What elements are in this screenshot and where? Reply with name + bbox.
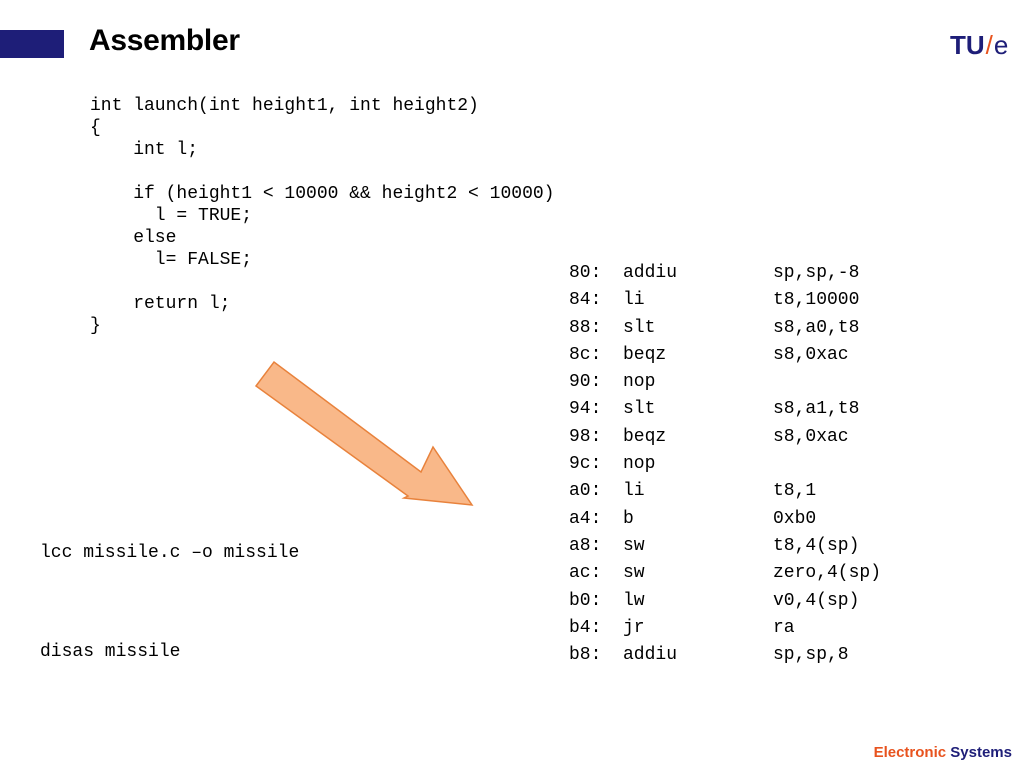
assembly-address: a4: [569,508,602,529]
assembly-operands: sp,sp,8 [773,645,849,666]
assembly-opcode: b [623,508,634,529]
assembly-operands: s8,0xac [773,344,849,365]
assembly-opcode: nop [623,454,656,475]
code-line: if (height1 < 10000 && height2 < 10000) [90,184,555,204]
assembly-row: 88: slt s8,a0,t8 [569,315,881,342]
footer-electronic: Electronic [873,744,947,761]
assembly-row: b8: addiu sp,sp,8 [569,642,881,669]
tue-logo: TU/e [950,28,1014,62]
assembly-address: b4: [569,617,602,638]
assembly-row: a4: b 0xb0 [569,506,881,533]
assembly-row: ac: sw zero,4(sp) [569,560,881,587]
assembly-opcode: sw [623,563,645,584]
assembly-address: 84: [569,290,602,311]
footer-systems: Systems [950,744,1012,761]
c-source-code: int launch(int height1, int height2) { i… [90,95,554,337]
assembly-address: b8: [569,645,602,666]
code-line: } [90,316,101,336]
assembly-operands: sp,sp,-8 [773,263,860,283]
assembly-opcode: jr [623,617,645,638]
assembly-row: 84: li t8,10000 [569,287,881,314]
footer-brand: Electronic Systems [874,744,1012,761]
assembly-address: 80: [569,263,602,283]
assembly-opcode: li [623,290,645,311]
assembly-operands: t8,1 [773,481,817,502]
assembly-address: 94: [569,399,602,420]
command-lines: lcc missile.c –o missile disas missile [40,471,299,735]
assembly-address: ac: [569,563,602,584]
assembly-operands: ra [773,617,795,638]
code-line: l= FALSE; [90,250,253,270]
assembly-operands: zero,4(sp) [773,563,882,584]
assembly-operands: t8,10000 [773,290,860,311]
assembly-opcode: nop [623,372,656,393]
code-line: else [90,228,177,248]
code-line: l = TRUE; [90,206,253,226]
assembly-row: a8: sw t8,4(sp) [569,533,881,560]
assembly-row: 80: addiu sp,sp,-8 [569,260,881,287]
assembly-opcode: addiu [623,645,678,666]
assembly-address: 98: [569,426,602,447]
assembly-opcode: sw [623,535,645,556]
assembly-opcode: slt [623,399,656,420]
assembly-row: 8c: beqz s8,0xac [569,342,881,369]
assembly-opcode: lw [623,590,645,611]
assembly-address: b0: [569,590,602,611]
assembly-operands: s8,0xac [773,426,849,447]
assembly-operands: s8,a1,t8 [773,399,860,420]
assembly-operands: 0xb0 [773,508,817,529]
assembly-operands: s8,a0,t8 [773,317,860,338]
assembly-row: a0: li t8,1 [569,478,881,505]
assembly-row: 94: slt s8,a1,t8 [569,396,881,423]
logo-e-text: e [993,30,1009,60]
assembly-opcode: li [623,481,645,502]
title-accent-bar [0,30,64,58]
assembly-operands: v0,4(sp) [773,590,860,611]
assembly-row: 9c: nop [569,451,881,478]
assembly-address: 90: [569,372,602,393]
assembly-opcode: slt [623,317,656,338]
compile-command: lcc missile.c –o missile [40,543,300,563]
assembly-listing: 80: addiu sp,sp,-8 84: li t8,10000 88: slt s8,a0… [569,260,881,669]
assembly-address: 8c: [569,344,602,365]
slide-title: Assembler [89,24,240,57]
disassemble-command: disas missile [40,642,181,662]
code-line: int launch(int height1, int height2) [90,96,479,116]
assembly-row: b0: lw v0,4(sp) [569,588,881,615]
assembly-row: 90: nop [569,369,881,396]
logo-slash-text: / [985,30,993,60]
logo-tu-text: TU [950,30,985,60]
assembly-address: 9c: [569,454,602,475]
assembly-opcode: beqz [623,426,667,447]
code-line: int l; [90,140,199,160]
assembly-address: 88: [569,317,602,338]
assembly-row: b4: jr ra [569,615,881,642]
code-line: return l; [90,294,231,314]
assembly-opcode: addiu [623,263,678,283]
assembly-row: 98: beqz s8,0xac [569,424,881,451]
assembly-opcode: beqz [623,344,667,365]
assembly-address: a0: [569,481,602,502]
assembly-address: a8: [569,535,602,556]
code-line: { [90,118,101,138]
assembly-operands: t8,4(sp) [773,535,860,556]
